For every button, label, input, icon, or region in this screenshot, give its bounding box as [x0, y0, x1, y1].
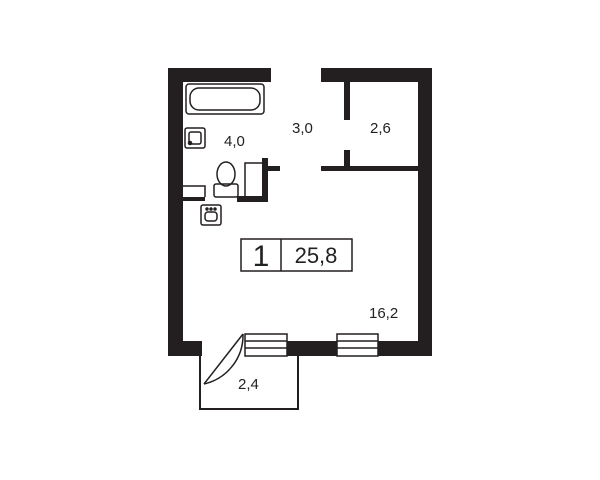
door-icon: [203, 333, 244, 385]
wall-bottom-a: [168, 341, 202, 356]
wall-storage-horizontal: [321, 166, 418, 171]
toilet-icon: [213, 161, 239, 198]
wall-bath-horizontal-left: [183, 197, 205, 201]
wall-bath-vertical: [262, 158, 268, 202]
wall-bath-horizontal-right: [237, 196, 268, 202]
storage-area: 2,6: [370, 120, 391, 137]
window-icon-right: [336, 333, 379, 357]
corridor-area: 3,0: [292, 120, 313, 137]
living-area: 16,2: [369, 305, 398, 322]
sink-icon: [184, 127, 206, 149]
wall-right: [418, 68, 432, 356]
wall-bottom-c: [378, 341, 432, 356]
wall-bath-stub: [268, 166, 280, 171]
balcony-outline: [199, 356, 299, 410]
wall-bottom-b: [287, 341, 337, 356]
washbasin-icon: [200, 204, 222, 226]
wall-storage-vertical-bottom: [344, 150, 350, 170]
balcony-area: 2,4: [238, 376, 259, 393]
bathtub-icon: [185, 83, 265, 115]
wall-left: [168, 68, 183, 356]
summary-badge: 1 25,8: [240, 238, 353, 273]
bathroom-wall-outline: [183, 162, 262, 197]
wall-top-left: [168, 68, 271, 82]
exterior-walls: [168, 68, 432, 356]
wall-top-right: [321, 68, 432, 82]
bathroom-area: 4,0: [224, 133, 245, 150]
wall-storage-vertical-top: [344, 82, 350, 120]
interior-walls: [183, 82, 418, 202]
room-count: 1: [253, 240, 270, 273]
total-area: 25,8: [295, 243, 338, 268]
window-icon: [244, 333, 288, 357]
